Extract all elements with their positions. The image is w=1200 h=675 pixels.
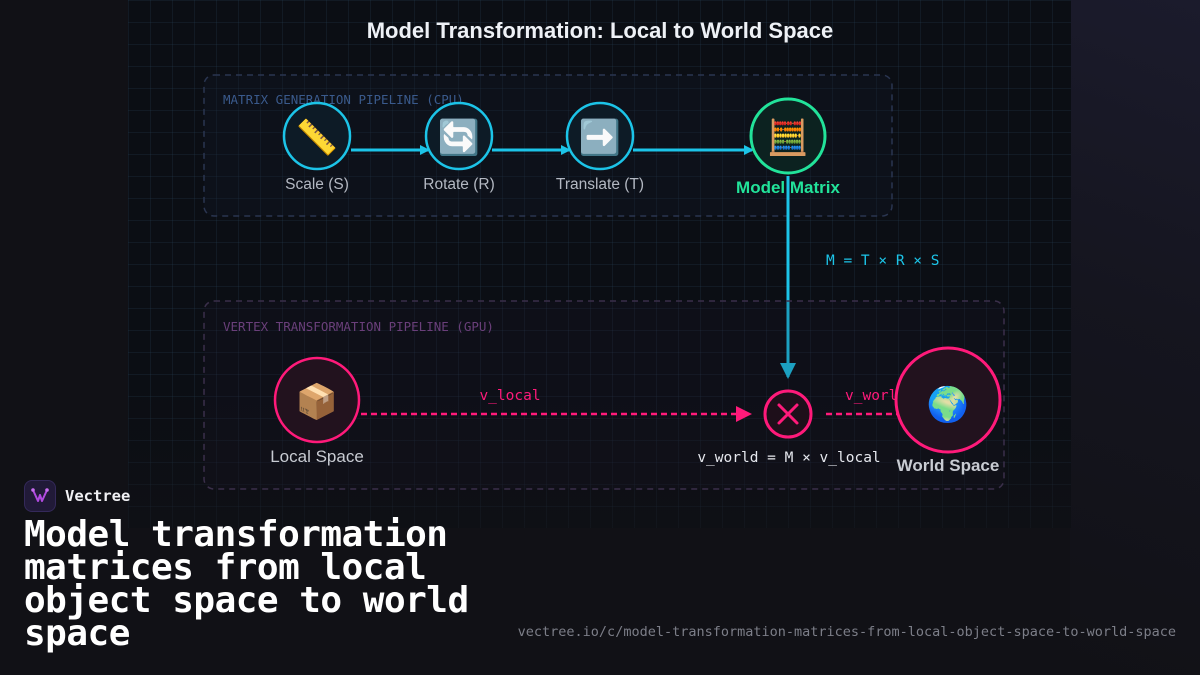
scale-label: Scale (S) bbox=[285, 176, 349, 193]
multiply-icon bbox=[777, 403, 799, 425]
package-icon: 📦 bbox=[296, 382, 338, 422]
v-local-label: v_local bbox=[479, 388, 540, 404]
scale-node: 📏 Scale (S) bbox=[282, 101, 352, 193]
world-space-node: 🌍 World Space bbox=[894, 346, 1002, 475]
local-space-node: 📦 Local Space bbox=[270, 356, 364, 466]
rotate-label: Rotate (R) bbox=[423, 176, 495, 193]
right-arrow-icon: ➡️ bbox=[579, 118, 621, 158]
local-space-label: Local Space bbox=[270, 447, 364, 466]
world-space-label: World Space bbox=[897, 456, 1000, 475]
page-url: vectree.io/c/model-transformation-matric… bbox=[517, 624, 1176, 640]
translate-node: ➡️ Translate (T) bbox=[556, 101, 644, 193]
vertex-formula: v_world = M × v_local bbox=[697, 450, 880, 466]
gpu-pipeline-label: VERTEX TRANSFORMATION PIPELINE (GPU) bbox=[223, 319, 494, 334]
gpu-pipeline-box bbox=[203, 300, 1005, 490]
abacus-icon: 🧮 bbox=[767, 118, 809, 158]
background-glow bbox=[1070, 0, 1200, 675]
headline: Model transformation matrices from local… bbox=[24, 514, 469, 654]
cpu-pipeline-label: MATRIX GENERATION PIPELINE (CPU) bbox=[223, 92, 464, 107]
cpu-pipeline-box bbox=[203, 74, 893, 217]
translate-label: Translate (T) bbox=[556, 176, 644, 193]
globe-icon: 🌍 bbox=[927, 385, 969, 425]
rotate-node: 🔄 Rotate (R) bbox=[423, 101, 495, 193]
brand-name: Vectree bbox=[65, 487, 131, 505]
diagram-title: Model Transformation: Local to World Spa… bbox=[367, 18, 834, 43]
rotate-arrows-icon: 🔄 bbox=[438, 118, 480, 158]
matrix-formula: M = T × R × S bbox=[826, 253, 940, 269]
v-world-label: v_world bbox=[845, 388, 906, 404]
vectree-logo-icon bbox=[24, 480, 56, 512]
model-matrix-node: 🧮 Model Matrix bbox=[736, 97, 840, 197]
brand: Vectree bbox=[24, 479, 130, 513]
ruler-icon: 📏 bbox=[296, 118, 338, 158]
multiply-node bbox=[763, 389, 813, 439]
